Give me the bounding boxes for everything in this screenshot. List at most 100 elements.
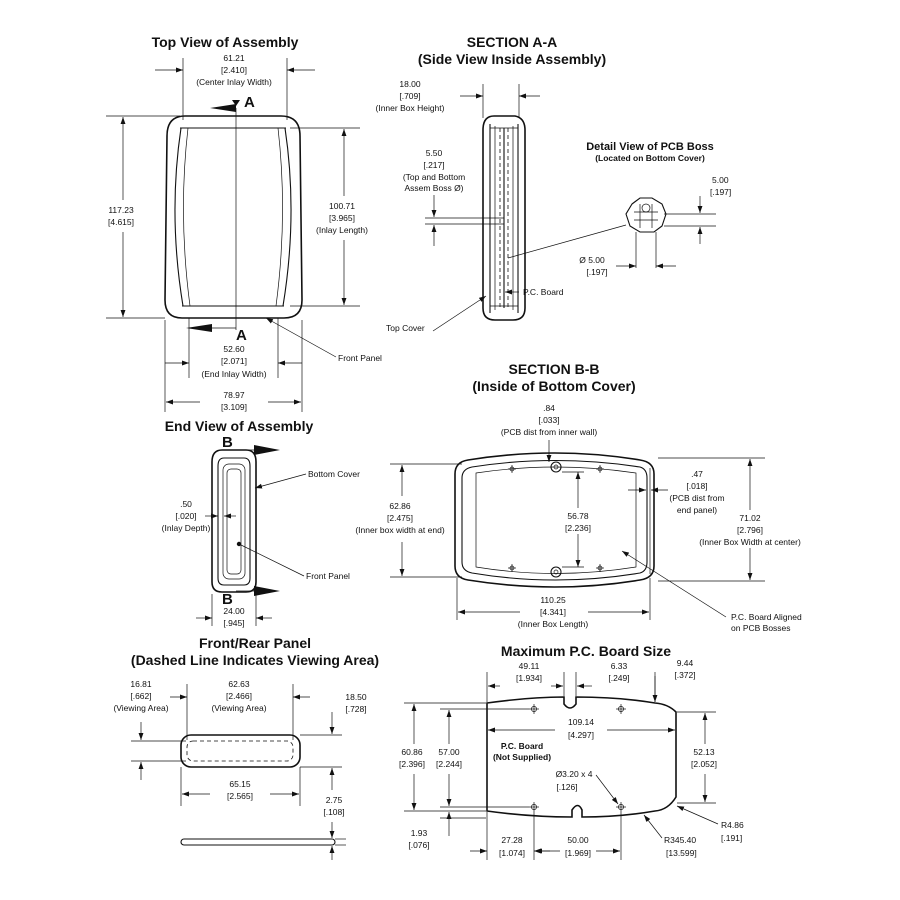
section-bb-subtitle: (Inside of Bottom Cover) [472, 378, 635, 394]
dim-value: .47 [691, 469, 703, 479]
dim-value-inch: [2.052] [691, 759, 717, 769]
max-pcb: Maximum P.C. Board Size 49.11 [1.934] 6.… [399, 643, 744, 860]
front-panel-view-width-dim: 62.63 [2.466] (Viewing Area) [170, 679, 310, 740]
front-panel-profile [180, 838, 336, 846]
front-panel-title: Front/Rear Panel [199, 635, 311, 651]
dim-value: 56.78 [567, 511, 589, 521]
dim-value: Ø 5.00 [579, 255, 605, 265]
pcb-bottom-offset-dim: 1.93 [.076] [408, 812, 486, 850]
end-view-width-dim: 24.00 [.945] [196, 594, 272, 628]
dim-note: (PCB dist from [669, 493, 724, 503]
pcb-left-hole-dim: 27.28 [1.074] [470, 812, 550, 860]
dim-value-inch: [2.475] [387, 513, 413, 523]
dim-value: 117.23 [108, 205, 134, 215]
dim-value-inch: [2.071] [221, 356, 247, 366]
dim-value-inch: [1.934] [516, 673, 542, 683]
section-letter-a-bottom: A [236, 327, 247, 344]
top-view-title: Top View of Assembly [152, 34, 299, 50]
section-aa-subtitle: (Side View Inside Assembly) [418, 51, 606, 67]
section-aa-boss-dim: 5.50 [.217] (Top and Bottom Assem Boss Ø… [403, 148, 504, 246]
dim-value: 109.14 [568, 717, 594, 727]
callout-end-front-panel: Front Panel [306, 571, 350, 581]
dim-value: 52.60 [223, 344, 245, 354]
dim-value: 49.11 [519, 661, 540, 671]
section-bb-outer [454, 452, 655, 588]
dim-value: 78.97 [223, 390, 245, 400]
section-aa: SECTION A-A (Side View Inside Assembly) … [376, 34, 627, 333]
dim-value-inch: [1.969] [565, 848, 591, 858]
dim-value: 9.44 [677, 658, 694, 668]
dim-note: (Inlay Length) [316, 225, 368, 235]
big-radius: R345.40 [664, 835, 696, 845]
boss-shape [625, 197, 667, 233]
front-panel-width-dim: 65.15 [2.565] [180, 767, 301, 806]
dim-value: 60.86 [401, 747, 423, 757]
pcb-hole-x-dim: 49.11 [1.934] [486, 661, 565, 702]
dim-value: 18.00 [399, 79, 421, 89]
dim-value: 62.86 [389, 501, 411, 511]
dim-value: 110.25 [540, 595, 566, 605]
detail-pcb-boss: Detail View of PCB Boss (Located on Bott… [579, 141, 731, 277]
dim-note: (Inner Box Height) [376, 103, 445, 113]
dim-note: end panel) [677, 505, 717, 515]
dim-value-inch: [.197] [710, 187, 731, 197]
corner-radius: R4.86 [721, 820, 744, 830]
front-panel-height-dim: 18.50 [.728] [300, 692, 367, 790]
dim-value-inch: [.076] [408, 840, 429, 850]
dim-note: (Inner Box Length) [518, 619, 589, 629]
pcb-label: P.C. Board [501, 741, 543, 751]
detail-boss-title: Detail View of PCB Boss [586, 141, 714, 153]
dim-note: (Top and Bottom [403, 172, 465, 182]
front-panel: Front/Rear Panel (Dashed Line Indicates … [113, 635, 379, 860]
dim-value-inch: [.249] [608, 673, 629, 683]
dim-note: (Inner Box Width at center) [699, 537, 801, 547]
top-view-height-dim: 117.23 [4.615] [106, 115, 180, 319]
callout-pcb-aligned: P.C. Board Aligned [731, 612, 802, 622]
front-panel-thickness-dim: 2.75 [.108] [323, 795, 346, 860]
dim-value: 62.63 [228, 679, 250, 689]
callout-top-cover: Top Cover [386, 323, 425, 333]
hole-callout-inch: [.126] [556, 782, 577, 792]
pcb-hole-height-dim: 57.00 [2.244] [436, 708, 529, 808]
dim-value-inch: [.108] [323, 807, 344, 817]
dim-value: 61.21 [223, 53, 245, 63]
dim-value: 71.02 [739, 513, 761, 523]
section-bb-title: SECTION B-B [509, 361, 600, 377]
section-aa-body [482, 115, 526, 321]
callout-front-panel: Front Panel [338, 353, 382, 363]
dim-value-inch: [4.615] [108, 217, 134, 227]
dim-value-inch: [.662] [130, 691, 151, 701]
dim-note: (Inlay Depth) [162, 523, 211, 533]
section-bb-end-width-dim: 62.86 [2.475] (Inner box width at end) [355, 463, 462, 578]
dim-note: (Inner box width at end) [355, 525, 444, 535]
dim-value-inch: [2.565] [227, 791, 253, 801]
end-view-title: End View of Assembly [165, 418, 314, 434]
dim-value-inch: [2.236] [565, 523, 591, 533]
dim-value: 100.71 [329, 201, 355, 211]
dim-value-inch: [.197] [586, 267, 607, 277]
dim-note: (PCB dist from inner wall) [501, 427, 598, 437]
pcb-overall-height-dim: 60.86 [2.396] [399, 702, 486, 812]
pcb-slot-dim: 6.33 [.249] [575, 661, 630, 696]
pcb-outline [486, 696, 677, 818]
pcb-end-offset-dim: 9.44 [.372] [652, 658, 696, 702]
dim-value-inch: [.945] [223, 618, 244, 628]
section-letter-b-top: B [222, 434, 233, 451]
dim-value-inch: [2.410] [221, 65, 247, 75]
pcb-hole-gap-dim: 50.00 [1.969] [535, 812, 622, 860]
top-view-center-inlay-dim: 61.21 [2.410] (Center Inlay Width) [155, 53, 315, 120]
dim-note: Assem Boss Ø) [404, 183, 463, 193]
detail-boss-height-dim: 5.00 [.197] [664, 175, 731, 244]
pcb-label-note: (Not Supplied) [493, 752, 551, 762]
dim-value: .84 [543, 403, 555, 413]
section-aa-inner-height-dim: 18.00 [.709] (Inner Box Height) [376, 79, 540, 118]
dim-value: .50 [180, 499, 192, 509]
end-view-inlay-depth-dim: .50 [.020] (Inlay Depth) [162, 499, 236, 533]
dim-value-inch: [1.074] [499, 848, 525, 858]
dim-value-inch: [.728] [345, 704, 366, 714]
dim-note: (End Inlay Width) [201, 369, 266, 379]
dim-value-inch: [.033] [538, 415, 559, 425]
dim-value-inch: [2.466] [226, 691, 252, 701]
dim-value: 2.75 [326, 795, 343, 805]
dim-note: (Center Inlay Width) [196, 77, 272, 87]
